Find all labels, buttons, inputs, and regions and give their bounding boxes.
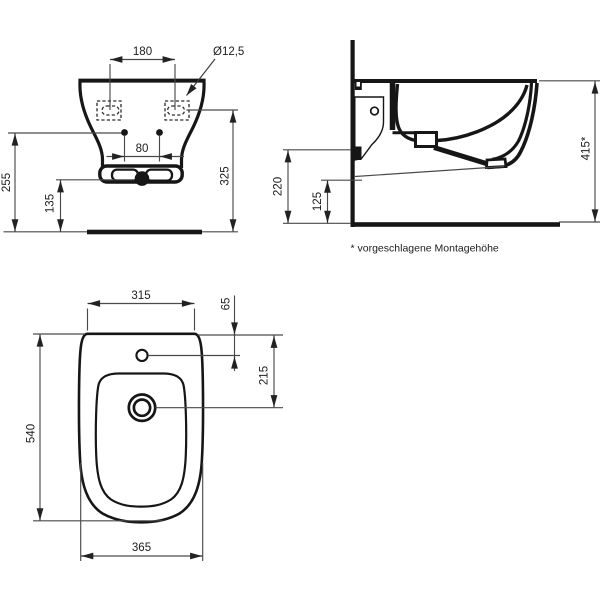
drain-hole-inner: [132, 398, 152, 418]
front-view: 180 Ø12,5 80 255 135: [1, 46, 244, 235]
drain-plug: [134, 171, 150, 186]
dim-fixing-hole-diameter: Ø12,5: [186, 46, 244, 96]
dim-label-220: 220: [273, 177, 285, 196]
dim-label-315: 315: [131, 290, 150, 302]
front-floor-line: [87, 229, 202, 235]
side-view: 220 125 415* * vorgeschlagene Montagehöh…: [273, 40, 600, 255]
back-panel-hole: [369, 106, 380, 116]
dim-inlet-height: 255: [1, 132, 122, 232]
bidet-front-left-side: [78, 82, 105, 168]
dim-label-80: 80: [136, 143, 149, 155]
fixing-hole-box-left: [96, 100, 122, 121]
tap-hole: [135, 348, 149, 363]
dim-label-415: 415*: [581, 136, 593, 160]
dim-label-diameter: Ø12,5: [213, 46, 244, 58]
dim-label-180: 180: [133, 46, 152, 58]
wall-line: [350, 40, 355, 227]
dim-label-125: 125: [312, 192, 324, 211]
dim-label-65: 65: [221, 298, 233, 311]
dim-label-255: 255: [1, 173, 13, 192]
dim-label-325: 325: [220, 166, 232, 185]
side-underside-line: [354, 165, 505, 178]
dim-fixing-hole-height: 325: [186, 109, 238, 232]
dim-outlet-height: 135: [45, 179, 135, 232]
bidet-top-outline: [77, 332, 205, 524]
dim-depth: 540: [26, 333, 163, 522]
dim-label-540: 540: [26, 424, 38, 443]
dim-label-365: 365: [132, 542, 151, 554]
dim-label-135: 135: [45, 194, 57, 213]
dim-body-bottom-height: 125: [312, 179, 362, 224]
inlet-hole-left: [121, 129, 128, 136]
fixing-hole-slot-right: [166, 105, 186, 116]
basin-rim: [94, 372, 188, 508]
dim-label-215: 215: [259, 366, 271, 385]
side-inner-shell: [491, 82, 534, 162]
bidet-side-profile: [352, 79, 539, 178]
side-outlet-channel: [433, 145, 491, 167]
dim-inlet-spacing: 80: [106, 136, 184, 162]
bidet-front-right-side: [179, 82, 206, 168]
top-view: 315 65 215 540: [26, 290, 283, 561]
fixing-hole-box-right: [164, 100, 190, 121]
dim-max-width: 365: [80, 463, 204, 561]
dim-bracket-height: 220: [273, 149, 351, 224]
dim-rim-height: 415*: [539, 80, 600, 223]
side-foot: [484, 157, 508, 169]
rim-cutout-right: [144, 168, 174, 182]
rim-cutout-left: [110, 168, 140, 182]
dim-fixing-hole-spacing: 180: [109, 46, 176, 110]
dim-drain-offset: 215: [259, 335, 278, 408]
dim-rear-width: 315: [86, 290, 196, 331]
inlet-hole-right: [156, 129, 163, 136]
footnote: * vorgeschlagene Montagehöhe: [351, 243, 499, 255]
side-rim-notch: [356, 82, 360, 87]
dim-tap-hole-offset: 65: [221, 295, 238, 371]
side-drain-box: [414, 131, 438, 148]
side-floor-line: [352, 222, 560, 227]
mounting-bracket: [352, 146, 362, 160]
